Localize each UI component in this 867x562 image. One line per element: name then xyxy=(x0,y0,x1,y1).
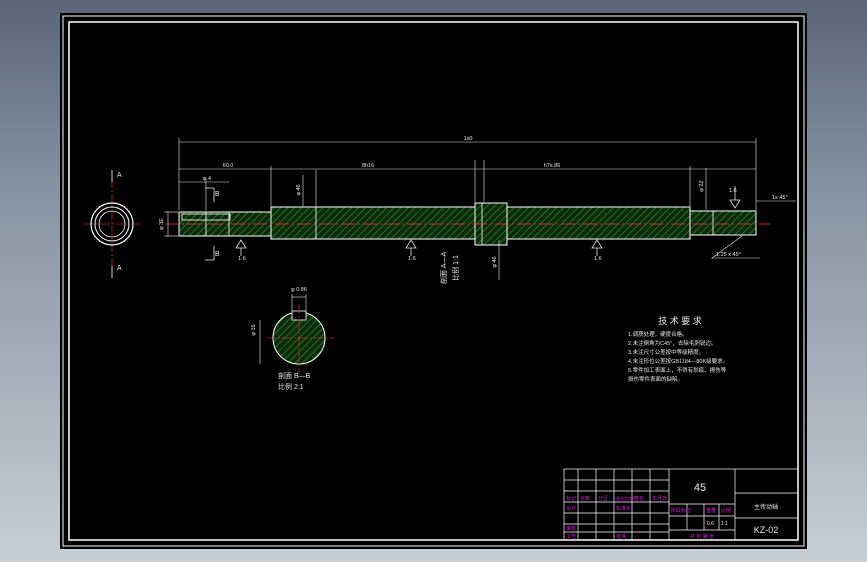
material-text: 45 xyxy=(694,482,706,494)
svg-text:剖面 B—B: 剖面 B—B xyxy=(278,371,311,380)
dim-small-left: φ 4 xyxy=(203,176,211,182)
weight-value: 0.6 xyxy=(707,521,714,527)
section-aa-label: 剖面 A—A 比例 1:1 xyxy=(439,252,460,285)
check-label: 审核 xyxy=(566,525,576,532)
section-mark-b-bottom: B xyxy=(215,251,220,258)
section-bb-view: φ 0.86 φ 16 xyxy=(251,287,334,372)
section-bb-dim-top: φ 0.86 xyxy=(291,287,307,293)
tech-req-item-1: 1.调质处理，硬度合格。 xyxy=(628,330,688,338)
row-label-mark: 标记 xyxy=(566,495,576,502)
process-label: 工艺 xyxy=(566,534,576,540)
tech-req-title: 技 术 要 求 xyxy=(658,315,702,326)
row-label-count: 处数 xyxy=(580,495,590,502)
title-block-texts: 45 主传动轴 KZ-02 标记 处数 分区 更改文件号 签名 年月日 设计 标… xyxy=(566,482,778,540)
roughness-2: 1.6 xyxy=(408,256,416,262)
svg-text:剖面 A—A: 剖面 A—A xyxy=(439,252,448,285)
standardize-label: 标准化 xyxy=(616,505,631,512)
technical-requirements: 技 术 要 求 1.调质处理，硬度合格。 2.未注倒角为C45°，去除毛刺锐边。… xyxy=(628,315,728,383)
overall-length-dim: 1s0 xyxy=(464,136,473,142)
section-markers: B B xyxy=(205,187,220,261)
shaft-body-right xyxy=(506,206,691,240)
scale-value: 1:1 xyxy=(721,521,728,527)
tech-req-item-3: 3.未注尺寸公差按中等级精度。 xyxy=(628,348,704,356)
section-mark-b-top: B xyxy=(215,191,220,198)
roughness-3: 1.6 xyxy=(594,256,602,262)
section-bb-dim-side: φ 16 xyxy=(251,324,257,335)
section-mark-a-bottom: A xyxy=(117,265,122,272)
diam-collar-dim: φ 46 xyxy=(492,256,498,267)
seg-right-dim: h7s.86 xyxy=(544,163,561,169)
title-block xyxy=(563,468,799,541)
diam-right-dim: φ 2Z xyxy=(699,180,705,192)
weight-label: 重量 xyxy=(706,507,716,514)
tech-req-item-6: 损伤零件表面的缺陷。 xyxy=(628,375,683,383)
shaft-main-view xyxy=(165,202,770,246)
row-label-sign: 签名 xyxy=(634,495,644,502)
roughness-1: 1.6 xyxy=(238,256,246,262)
row-label-date: 年月日 xyxy=(652,495,667,502)
section-bb-label: 剖面 B—B 比例 2:1 xyxy=(278,371,311,391)
svg-text:比例 1:1: 比例 1:1 xyxy=(451,255,460,281)
dimension-texts: 1s0 60.0 8h16 h7s.86 φ 4 φ 46 φ 46 φ 2Z … xyxy=(159,136,788,268)
row-label-zone: 分区 xyxy=(598,495,608,502)
tech-req-item-4: 4.未注形位公差按GB1184—80K级要求。 xyxy=(628,357,728,365)
outer-frame xyxy=(62,15,805,547)
diam-step-dim: φ 46 xyxy=(296,184,302,195)
approve-label: 批准 xyxy=(616,533,626,540)
stage-mark-label: 阶段标记 xyxy=(671,507,691,514)
part-name-text: 主传动轴 xyxy=(754,503,778,511)
section-aa-end-view: A A xyxy=(84,170,140,278)
dimension-lines xyxy=(164,138,796,280)
diam-left-dim: φ 3E xyxy=(159,218,165,230)
row-label-doc: 更改文件号 xyxy=(616,495,636,501)
roughness-4: 1.6 xyxy=(729,188,737,194)
section-mark-a-top: A xyxy=(117,172,122,179)
svg-text:比例 2:1: 比例 2:1 xyxy=(278,382,304,391)
chamfer-bottom: 1.25 x 45° xyxy=(716,252,741,258)
scale-label: 比例 xyxy=(721,507,731,514)
roughness-marks xyxy=(235,186,741,256)
seg-left-dim: 60.0 xyxy=(223,163,234,169)
tech-req-item-5: 5.零件加工表面上，不得有划痕、擦伤等 xyxy=(628,366,727,374)
chamfer-top: 1x 45° xyxy=(772,195,788,201)
shaft-body-left xyxy=(270,206,476,240)
sheets-label: 共 张 第 张 xyxy=(690,533,714,540)
tech-req-item-2: 2.未注倒角为C45°，去除毛刺锐边。 xyxy=(628,339,716,347)
seg-mid-dim: 8h16 xyxy=(362,163,374,169)
drawing-number-text: KZ-02 xyxy=(754,525,779,535)
inner-frame xyxy=(68,21,799,541)
design-label: 设计 xyxy=(566,505,576,512)
shaft-right-end xyxy=(689,210,757,236)
drawing-canvas xyxy=(60,13,807,549)
